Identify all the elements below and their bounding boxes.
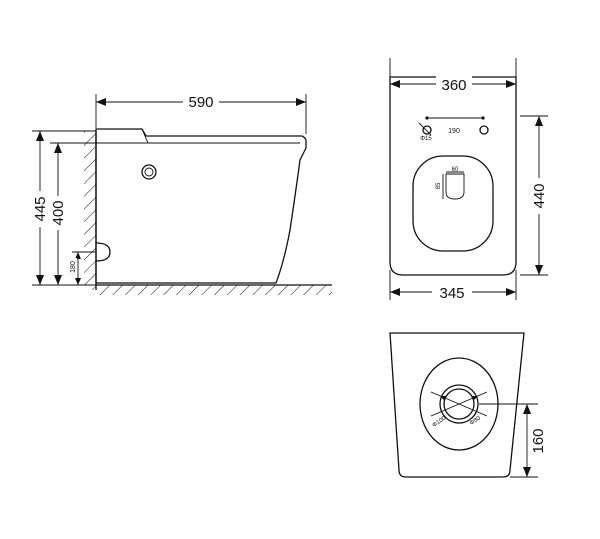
dim-440-label: 440	[531, 183, 548, 208]
bottom-view-outline	[389, 332, 525, 478]
dim-160-label: 160	[530, 428, 547, 453]
side-button-icon	[141, 164, 157, 180]
dim-360-label: 360	[441, 77, 466, 94]
drain-notch	[95, 242, 111, 262]
toilet-body-outline	[95, 128, 307, 284]
dim-400-label: 400	[50, 200, 67, 225]
dim-60-label: 60	[452, 167, 459, 173]
spray-opening	[445, 173, 465, 200]
floor-hatching	[96, 285, 332, 295]
outlet-inner-circle	[443, 388, 475, 420]
wall-hatching	[84, 131, 96, 290]
dim-590-label: 590	[188, 94, 213, 111]
bottom-view: Φ100 Φ80 160	[389, 332, 547, 478]
dim-180-label: 180	[70, 261, 77, 273]
dim-345-label: 345	[439, 285, 464, 302]
side-view: 590 445 400 180	[32, 92, 332, 295]
side-button-inner	[144, 167, 154, 177]
dim-85-label: 85	[436, 182, 442, 189]
top-view-outline	[389, 76, 517, 276]
tank-edge-line	[141, 128, 149, 144]
dim-190-label: 190	[448, 128, 460, 135]
top-view: 190 Φ15 60 85 360 345 440	[389, 58, 548, 302]
dim-445-label: 445	[32, 196, 49, 221]
dim-phi80-label: Φ80	[469, 415, 482, 427]
hole-left-icon	[422, 125, 432, 135]
seat-opening	[412, 155, 494, 252]
hole-right-icon	[479, 125, 489, 135]
outlet-outer-circle	[439, 384, 479, 424]
dim-phi15-label: Φ15	[420, 136, 432, 142]
